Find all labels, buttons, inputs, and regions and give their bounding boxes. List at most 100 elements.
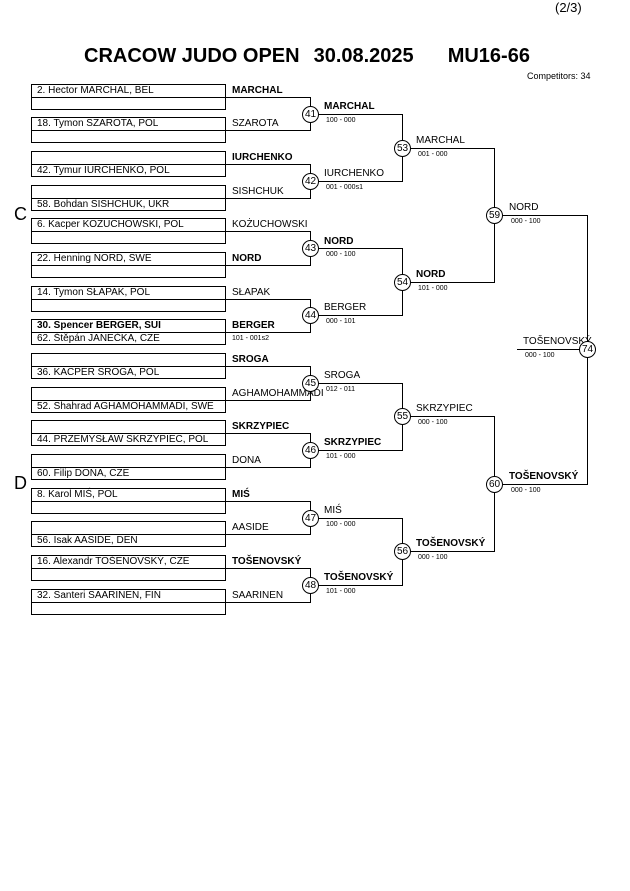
- bracket-line: [226, 265, 310, 266]
- weight-category: MU16-66: [447, 45, 530, 67]
- m45-winner: SROGA: [324, 370, 361, 381]
- r1-name: KOŻUCHOWSKI: [232, 219, 308, 230]
- bracket-line: [310, 315, 402, 316]
- match-54-badge: 54: [394, 274, 411, 291]
- entry-sroga: 36. KACPER SROGA, POL: [37, 367, 160, 378]
- bracket-line: [310, 248, 402, 249]
- entry-nord: 22. Henning NORD, SWE: [37, 253, 152, 264]
- r1-name: AGHAMOHAMMADI: [232, 388, 324, 399]
- bracket-line: [402, 148, 494, 149]
- pool-label-c: C: [14, 204, 27, 224]
- r1-name: TOŠENOVSKÝ: [232, 556, 302, 567]
- bracket-line: [402, 282, 494, 283]
- divider: [31, 231, 226, 232]
- m41-winner: MARCHAL: [324, 101, 375, 112]
- match-59-badge: 59: [486, 207, 503, 224]
- r1-name: SŁAPAK: [232, 287, 271, 298]
- divider: [31, 501, 226, 502]
- entry-kozuchowski: 6. Kacper KOŻUCHOWSKI, POL: [37, 219, 184, 230]
- m74-winner: TOŠENOVSKÝ: [523, 336, 592, 347]
- match-44-badge: 44: [302, 307, 319, 324]
- m59-score: 000 - 100: [511, 218, 541, 225]
- m74-score: 000 - 100: [525, 352, 555, 359]
- divider: [31, 568, 226, 569]
- match-55-badge: 55: [394, 408, 411, 425]
- match-43-badge: 43: [302, 240, 319, 257]
- bracket-line: [402, 416, 494, 417]
- match-46-badge: 46: [302, 442, 319, 459]
- bracket-line: [226, 299, 310, 300]
- pool-label-d: D: [14, 473, 27, 493]
- m47-score: 100 - 000: [326, 521, 356, 528]
- divider: [31, 366, 226, 367]
- match-48-badge: 48: [302, 577, 319, 594]
- divider: [31, 97, 226, 98]
- m43-score: 000 - 100: [326, 251, 356, 258]
- divider: [31, 130, 226, 131]
- bracket-line: [226, 231, 310, 232]
- divider: [31, 534, 226, 535]
- m56-score: 000 - 100: [418, 554, 448, 561]
- m46-score: 101 - 000: [326, 453, 356, 460]
- m59-winner: NORD: [509, 202, 539, 213]
- event-date: 30.08.2025: [313, 45, 414, 67]
- entry-iurchenko: 42. Tymur IURCHENKO, POL: [37, 165, 170, 176]
- m44-score: 000 - 101: [326, 318, 356, 325]
- bracket-line: [310, 383, 402, 384]
- bracket-line: [226, 164, 310, 165]
- bracket-line: [226, 501, 310, 502]
- bracket-line: [226, 332, 310, 333]
- r1-name: AASIDE: [232, 522, 269, 533]
- prelim-score: 101 - 001s2: [232, 335, 269, 342]
- m46-winner: SKRZYPIEC: [324, 437, 382, 448]
- m60-score: 000 - 100: [511, 487, 541, 494]
- r1-name: SISHCHUK: [232, 186, 284, 197]
- r1-name: SAARINEN: [232, 590, 284, 601]
- entry-aghamohammadi: 52. Shahrad AGHAMOHAMMADI, SWE: [37, 401, 214, 412]
- match-42-badge: 42: [302, 173, 319, 190]
- divider: [31, 164, 226, 165]
- r1-name: SROGA: [232, 354, 269, 365]
- bracket-line: [226, 433, 310, 434]
- match-47-badge: 47: [302, 510, 319, 527]
- match-41-badge: 41: [302, 106, 319, 123]
- m43-winner: NORD: [324, 236, 354, 247]
- m56-winner: TOŠENOVSKÝ: [416, 538, 486, 549]
- entry-berger: 30. Spencer BERGER, SUI: [37, 320, 161, 331]
- entry-janecka: 62. Štěpán JANEČKA, CZE: [37, 333, 160, 344]
- bracket-line: [226, 97, 310, 98]
- bracket-line: [226, 198, 310, 199]
- match-74-badge: 74: [579, 341, 596, 358]
- entry-aaside: 56. Isak AASIDE, DEN: [37, 535, 138, 546]
- m41-score: 100 - 000: [326, 117, 356, 124]
- divider: [31, 198, 226, 199]
- bracket-line: [310, 114, 402, 115]
- entry-marchal: 2. Hector MARCHAL, BEL: [37, 85, 154, 96]
- bracket-line: [310, 585, 402, 586]
- r1-name: MIŚ: [232, 489, 250, 500]
- event-name: CRACOW JUDO OPEN: [84, 45, 300, 67]
- bracket-line: [226, 400, 310, 401]
- m54-score: 101 - 000: [418, 285, 448, 292]
- m47-winner: MIŚ: [324, 505, 342, 516]
- match-45-badge: 45: [302, 375, 319, 392]
- bracket-line: [226, 568, 310, 569]
- divider: [31, 265, 226, 266]
- entry-dona: 60. Filip DONA, CZE: [37, 468, 130, 479]
- m55-winner: SKRZYPIEC: [416, 403, 473, 414]
- bracket-line: [494, 484, 587, 485]
- divider: [31, 467, 226, 468]
- bracket-line: [310, 450, 402, 451]
- entry-mis: 8. Karol MIŚ, POL: [37, 489, 118, 500]
- m42-score: 001 - 000s1: [326, 184, 363, 191]
- m44-winner: BERGER: [324, 302, 367, 313]
- entry-skrzypiec: 44. PRZEMYSŁAW SKRZYPIEC, POL: [37, 434, 209, 445]
- m54-winner: NORD: [416, 269, 446, 280]
- divider: [31, 332, 226, 333]
- m42-winner: IURCHENKO: [324, 168, 385, 179]
- entry-sishchuk: 58. Bohdan SISHCHUK, UKR: [37, 199, 170, 210]
- divider: [31, 433, 226, 434]
- m53-score: 001 - 000: [418, 151, 448, 158]
- match-56-badge: 56: [394, 543, 411, 560]
- match-53-badge: 53: [394, 140, 411, 157]
